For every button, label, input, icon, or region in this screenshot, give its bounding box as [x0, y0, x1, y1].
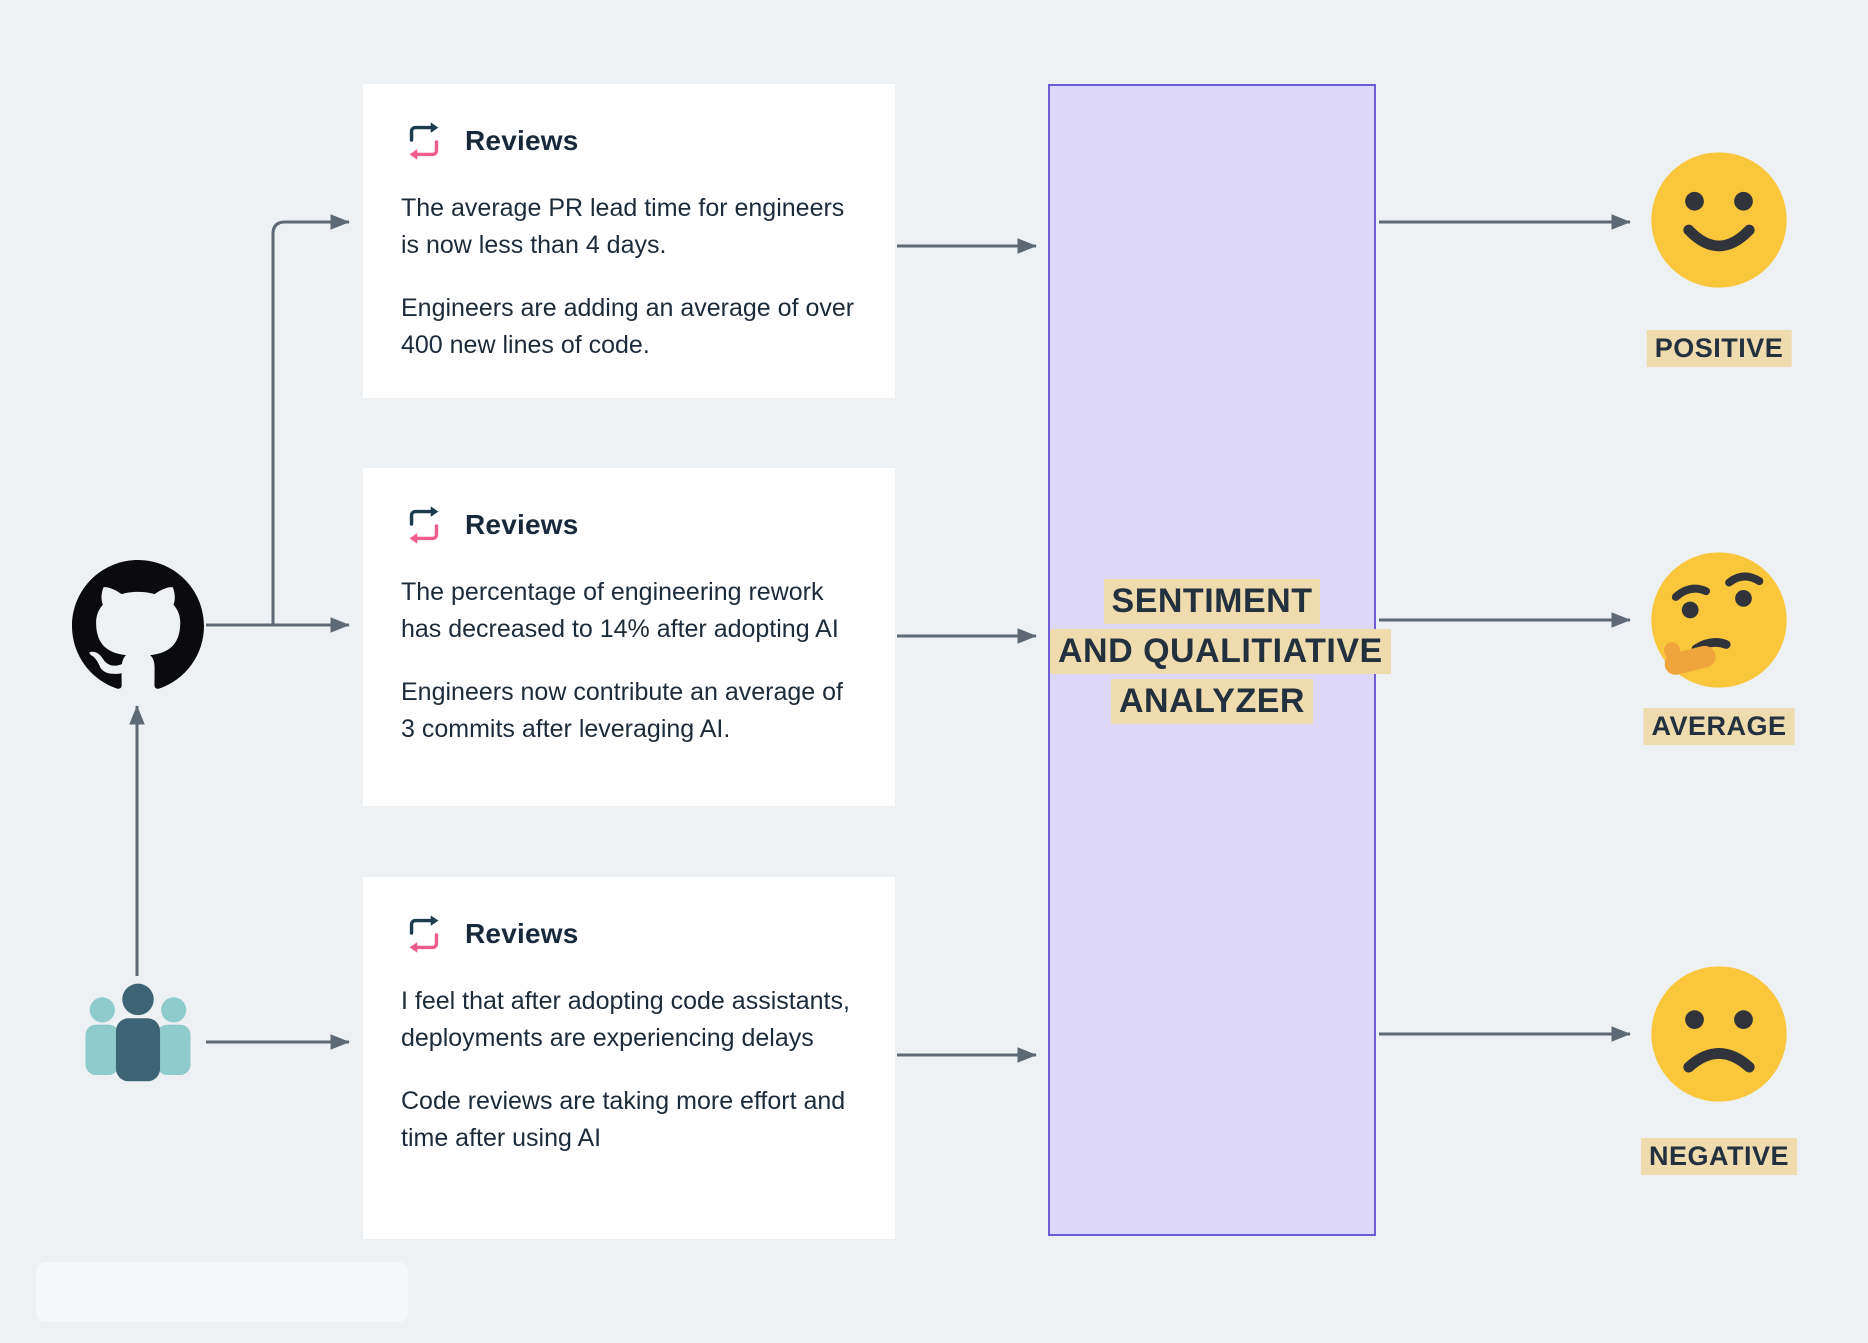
github-icon	[72, 560, 204, 692]
analyzer-title: SENTIMENT AND QUALITIATIVE ANALYZER	[1050, 574, 1391, 729]
card-title: Reviews	[465, 918, 579, 949]
sync-reviews-icon	[401, 118, 447, 164]
card-header: Reviews	[401, 911, 857, 957]
smiley-face-icon	[1647, 148, 1791, 292]
sentiment-label-negative: NEGATIVE	[1640, 1138, 1798, 1175]
analyzer-line-3: ANALYZER	[1111, 679, 1313, 724]
card-title: Reviews	[465, 125, 579, 156]
analyzer-line-1: SENTIMENT	[1103, 579, 1321, 624]
review-text: Code reviews are taking more effort and …	[401, 1087, 846, 1152]
card-header: Reviews	[401, 118, 857, 164]
review-card-feedback: Reviews I feel that after adopting code …	[363, 877, 895, 1239]
review-text: The average PR lead time for engineers i…	[401, 194, 845, 259]
sentiment-label-average: AVERAGE	[1643, 708, 1795, 745]
sync-reviews-icon	[401, 502, 447, 548]
watermark-area	[36, 1262, 408, 1322]
review-text: The percentage of engineering rework has…	[401, 578, 839, 643]
review-text: Engineers are adding an average of over …	[401, 294, 855, 359]
card-title: Reviews	[465, 509, 579, 540]
card-header: Reviews	[401, 502, 857, 548]
thinking-face-icon	[1647, 548, 1791, 692]
review-text: I feel that after adopting code assistan…	[401, 987, 850, 1052]
review-card-metrics-2: Reviews The percentage of engineering re…	[363, 468, 895, 806]
review-text: Engineers now contribute an average of 3…	[401, 678, 843, 743]
frowning-face-icon	[1647, 962, 1791, 1106]
analyzer-box: SENTIMENT AND QUALITIATIVE ANALYZER	[1048, 84, 1391, 1236]
team-icon	[70, 970, 206, 1096]
review-card-metrics-1: Reviews The average PR lead time for eng…	[363, 84, 895, 398]
analyzer-line-2: AND QUALITIATIVE	[1050, 629, 1391, 674]
sync-reviews-icon	[401, 911, 447, 957]
sentiment-label-positive: POSITIVE	[1646, 330, 1792, 367]
